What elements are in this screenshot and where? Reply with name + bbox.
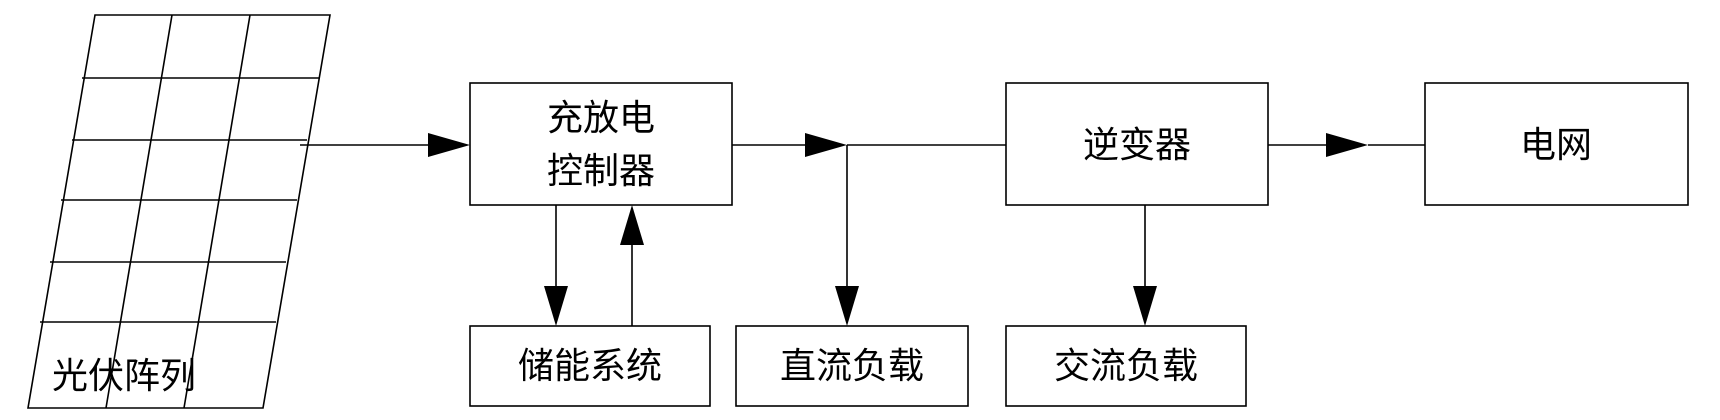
inverter-to-grid-arrow bbox=[1326, 133, 1368, 157]
dc-load-box bbox=[735, 325, 969, 407]
inverter-label: 逆变器 bbox=[1083, 125, 1191, 166]
controller-to-bus-arrow bbox=[805, 133, 847, 157]
grid-label: 电网 bbox=[1520, 125, 1592, 166]
ac-load-box bbox=[1005, 325, 1247, 407]
pv-array-label: 光伏阵列 bbox=[52, 356, 196, 397]
charge-controller-label-line2: 控制器 bbox=[547, 151, 655, 192]
controller-to-storage-arrow bbox=[544, 286, 568, 326]
grid-box bbox=[1424, 82, 1689, 206]
pv-array-grid bbox=[27, 14, 331, 409]
charge-controller-box bbox=[469, 82, 733, 206]
pv-to-controller-arrow bbox=[428, 133, 470, 157]
inverter-to-ac-load-arrow bbox=[1133, 286, 1157, 326]
ac-load-label: 交流负载 bbox=[1054, 346, 1198, 387]
storage-system-box bbox=[469, 325, 711, 407]
bus-to-dc-load-arrow bbox=[835, 286, 859, 326]
dc-load-label: 直流负载 bbox=[780, 346, 924, 387]
charge-controller-label-line1: 充放电 bbox=[547, 98, 655, 139]
storage-to-controller-arrow bbox=[620, 205, 644, 245]
storage-system-label: 储能系统 bbox=[518, 346, 662, 387]
inverter-box bbox=[1005, 82, 1269, 206]
